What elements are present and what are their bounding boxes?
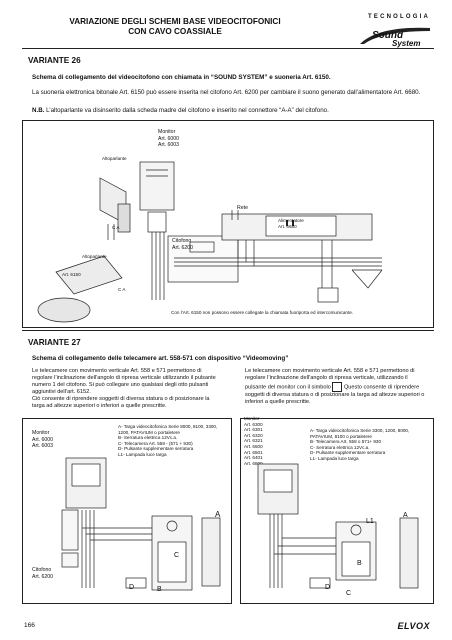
variant-27-left-wiring bbox=[61, 457, 221, 591]
nb-label: N.B. bbox=[32, 107, 45, 114]
right-legend-a: A- Targa videocitofonica Serie 3300, 120… bbox=[310, 428, 410, 439]
right-legend-l1: L1- Lampada luce targa bbox=[310, 455, 359, 461]
label-citofono: Citofono bbox=[172, 238, 192, 244]
left-mark-b: B bbox=[157, 586, 162, 593]
brand-logo: ELVOX bbox=[397, 621, 430, 631]
title-line-2: CON CAVO COASSIALE bbox=[128, 27, 222, 36]
left-citofono-art: Art. 6200 bbox=[32, 573, 54, 580]
left-monitor-art1: Art. 6000 bbox=[32, 436, 54, 443]
left-mark-d: D bbox=[129, 584, 135, 591]
sound-system-logo: Sound System bbox=[360, 27, 430, 48]
left-legend-b: B- Serratura elettrica 12Vc.a. bbox=[118, 435, 178, 441]
left-monitor: Monitor bbox=[32, 430, 50, 436]
left-legend-a: A- Targa videocitofonica Serie 8000, 810… bbox=[118, 424, 218, 435]
left-citofono: Citofono bbox=[32, 567, 52, 573]
right-monitor-art-1: Art. 6301 bbox=[244, 427, 263, 433]
variant-26-wiring-diagram bbox=[37, 161, 383, 323]
right-monitor-art-5: Art. 6501 bbox=[244, 449, 263, 455]
right-mark-l1: L1 bbox=[366, 518, 374, 525]
right-mark-b: B bbox=[357, 560, 362, 567]
right-text-part2: Questo consente di riprendere soggetti d… bbox=[245, 384, 425, 406]
page-number: 166 bbox=[24, 622, 35, 629]
right-monitor-art-3: Art. 6321 bbox=[244, 438, 263, 444]
label-monitor-art2: Art. 6003 bbox=[158, 142, 180, 149]
label-monitor-art1: Art. 6000 bbox=[158, 135, 180, 142]
variant-26-subtitle: Schema di collegamento del videocitofono… bbox=[32, 74, 331, 81]
label-citofono-v26: Citofono Art. 6200 bbox=[172, 238, 193, 251]
variant-27-title: VARIANTE 27 bbox=[28, 338, 81, 347]
title-line-1: VARIAZIONE DEGLI SCHEMI BASE VIDEOCITOFO… bbox=[69, 17, 281, 26]
variant-27-right-diagram-frame bbox=[240, 418, 434, 604]
right-mark-a: A bbox=[403, 512, 408, 519]
label-monitor: Monitor bbox=[158, 129, 176, 135]
variant-27-right-wiring bbox=[257, 463, 419, 589]
left-legend-d: D- Pulsante supplementare serratura bbox=[118, 446, 194, 452]
nb-text: L’altoparlante va disinserito dalla sche… bbox=[44, 107, 329, 114]
label-alimentatore: Alimentatore Art. 6680 bbox=[278, 218, 304, 229]
right-monitor-art-4: Art. 6500 bbox=[244, 443, 263, 449]
variant-divider bbox=[22, 330, 434, 331]
variant-26-paragraph-2: N.B. L’altoparlante va disinserito dalla… bbox=[32, 107, 422, 115]
svg-text:System: System bbox=[392, 39, 420, 48]
left-mark-c: C bbox=[174, 552, 180, 559]
right-monitor-label: Monitor Art. 6300 Art. 6301 Art. 6320 Ar… bbox=[244, 416, 263, 466]
left-monitor-art2: Art. 6003 bbox=[32, 443, 54, 450]
variant-26-paragraph-1: La suoneria elettronica bitonale Art. 61… bbox=[32, 89, 421, 96]
label-citofono-art: Art. 6200 bbox=[172, 244, 194, 251]
right-monitor-art-6: Art. 6401 bbox=[244, 455, 263, 461]
right-mark-d: D bbox=[325, 584, 331, 591]
document-title: VARIAZIONE DEGLI SCHEMI BASE VIDEOCITOFO… bbox=[40, 17, 310, 37]
section-label: TECNOLOGIA bbox=[368, 14, 430, 20]
left-legend: A- Targa videocitofonica Serie 8000, 810… bbox=[118, 424, 228, 458]
right-legend-c: C- Serratura elettrica 12Vc.a. bbox=[310, 444, 370, 450]
right-legend: A- Targa videocitofonica Serie 3300, 120… bbox=[310, 428, 430, 462]
variant-27-left-diagram-frame bbox=[22, 418, 232, 604]
left-legend-l1: L1- Lampada luce targa bbox=[118, 451, 167, 457]
variant-27-right-text: Le telecamere con movimento verticale Ar… bbox=[245, 368, 430, 406]
header-divider bbox=[22, 48, 434, 49]
label-altoparlante-2: Altoparlante bbox=[82, 254, 107, 259]
label-alimentatore-name: Alimentatore bbox=[278, 218, 304, 223]
right-text-part1: Le telecamere con movimento verticale Ar… bbox=[245, 368, 415, 391]
variant-26-diagram-frame bbox=[22, 120, 434, 328]
left-mark-a: A bbox=[215, 510, 221, 519]
right-monitor-art-0: Art. 6300 bbox=[244, 421, 263, 427]
label-alimentatore-art: Art. 6680 bbox=[278, 223, 297, 229]
variant-26-note: Con l’Art. 6150 non possono essere colle… bbox=[171, 310, 354, 315]
right-monitor-art-7: Art. 6800 bbox=[244, 460, 263, 466]
variant-27-subtitle: Schema di collegamento delle telecamere … bbox=[32, 355, 289, 362]
left-citofono-label: Citofono Art. 6200 bbox=[32, 567, 53, 580]
right-legend-b: B- Telecamera Art. 558 o 571+ 930 bbox=[310, 439, 382, 445]
label-altoparlante-1: Altoparlante bbox=[102, 156, 127, 161]
right-monitor-art-2: Art. 6320 bbox=[244, 432, 263, 438]
svg-text:Sound: Sound bbox=[372, 30, 404, 41]
right-mark-c: C bbox=[346, 590, 352, 597]
label-conn-ca-2: C A bbox=[118, 287, 126, 292]
variant-26-title: VARIANTE 26 bbox=[28, 56, 81, 65]
variant-27-left-text: Le telecamere con movimento verticale Ar… bbox=[32, 368, 216, 410]
videomoving-symbol-icon bbox=[332, 382, 343, 393]
left-monitor-label: Monitor Art. 6000 Art. 6003 bbox=[32, 430, 53, 450]
label-board-art: Art. 6150 bbox=[62, 272, 81, 277]
label-rete: Rete bbox=[237, 205, 248, 211]
label-conn-ca: C A bbox=[112, 225, 120, 230]
right-monitor: Monitor bbox=[244, 416, 260, 421]
label-monitor-v26: Monitor Art. 6000 Art. 6003 bbox=[158, 129, 179, 149]
right-legend-d: D- Pulsante supplementare serratura bbox=[310, 450, 386, 456]
left-legend-c: C- Telecamera Art. 558 - (571 + 930) bbox=[118, 440, 193, 446]
